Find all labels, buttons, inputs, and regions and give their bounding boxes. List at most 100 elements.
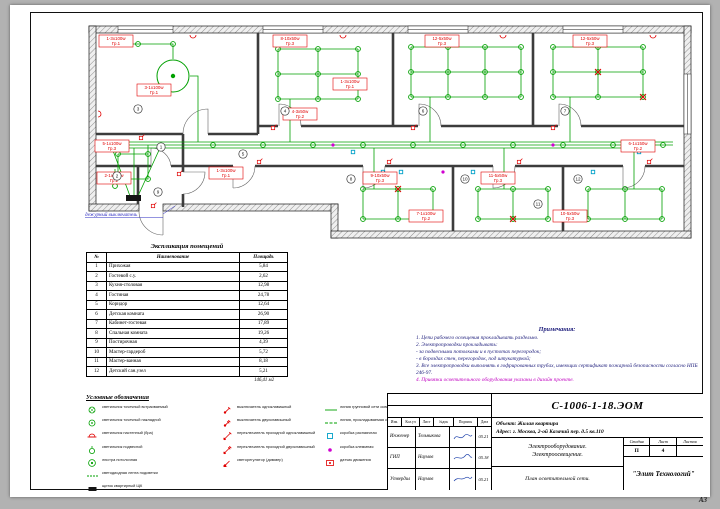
legend-item-label: светильник подвесной <box>102 443 143 449</box>
switch-1-icon <box>223 406 231 414</box>
legend-item: датчик движения <box>324 457 404 468</box>
legend-item: светорегулятор (диммер) <box>221 457 317 468</box>
revision-header-row: Изм. Кол.уч Лист №док Подпись Дата <box>388 417 491 427</box>
svg-text:Гр.3: Гр.3 <box>566 216 575 221</box>
legend-item: коробка распаячная <box>324 430 404 441</box>
switch-pass-2-icon <box>223 445 232 454</box>
chandelier-symbol <box>156 59 190 93</box>
legend-item-label: коробка распаячная <box>340 430 377 436</box>
room-number: 10 <box>460 174 470 184</box>
svg-text:8-10x50w: 8-10x50w <box>280 36 300 41</box>
col-header-number: № <box>86 252 107 263</box>
svg-text:7-1x100w: 7-1x100w <box>416 211 436 216</box>
svg-text:Гр.3: Гр.3 <box>438 41 447 46</box>
legend-item: щиток квартирный ЩК <box>86 483 214 494</box>
svg-text:5-1x100w: 5-1x100w <box>102 141 122 146</box>
signature-scribble <box>453 453 472 460</box>
col-ndoc: №док <box>434 417 454 426</box>
room-number: 3 <box>133 104 143 114</box>
signature-row: Инженер Тельникова 05.21 <box>388 426 491 448</box>
svg-text:6-1x150w: 6-1x150w <box>628 141 648 146</box>
room-number: 6 <box>418 106 428 116</box>
legend-item-label: люстра потолочная <box>102 456 138 462</box>
svg-text:Гр.3: Гр.3 <box>108 146 117 151</box>
role-label: Инженер <box>388 426 416 447</box>
title-block: Изм. Кол.уч Лист №док Подпись Дата Инжен… <box>387 393 703 491</box>
svg-text:Гр.1: Гр.1 <box>222 173 231 178</box>
notes-block: Примечания: 1. Цепи рабочего освещения п… <box>416 326 698 384</box>
doc-number: С-1006-1-18.ЭОМ <box>492 394 703 418</box>
switch-pass-1-icon <box>223 432 232 441</box>
junction-box-icon <box>327 433 333 440</box>
terminal-icon <box>328 447 332 452</box>
svg-text:2: 2 <box>116 174 119 179</box>
plan-outer-walls <box>88 25 692 239</box>
room-number: 8 <box>346 174 356 184</box>
legend-item-label: выключатель двухклавишный <box>237 417 291 423</box>
svg-text:6: 6 <box>422 109 425 114</box>
legend-item-label: светодиодная лента подсветки <box>102 469 158 475</box>
svg-text:5: 5 <box>242 152 245 157</box>
paper-format-label: А3 <box>698 496 707 504</box>
legend-item-label: светильник точечный накладной <box>102 417 161 423</box>
svg-text:Гр.1: Гр.1 <box>150 90 159 95</box>
note-line: 3. Все электропроводки выполнять в гофри… <box>416 362 698 376</box>
person-name: Наумов <box>416 468 450 491</box>
room-number: 1 <box>156 142 166 152</box>
motion-sensor-icon <box>326 459 334 466</box>
svg-text:3-1x100w: 3-1x100w <box>144 85 164 90</box>
stage-label: Стадия <box>624 438 651 446</box>
svg-text:Гр.2: Гр.2 <box>296 114 305 119</box>
room-number: 5 <box>238 149 248 159</box>
room-number: 12 <box>573 174 583 184</box>
col-data: Дата <box>480 419 489 424</box>
svg-text:Гр.3: Гр.3 <box>376 178 385 183</box>
room-number: 9 <box>153 187 163 197</box>
downlight-icon <box>88 406 96 414</box>
plan-interior-walls <box>96 33 684 231</box>
subject-block: Электрооборудование. Электроосвещение. П… <box>492 438 624 490</box>
legend-item-label: светильник настенный (бра) <box>102 430 154 436</box>
col-izm: Изм. <box>388 417 402 426</box>
col-header-name: Наименование <box>106 252 240 263</box>
note-line: - в бороздах стен, перегородок, под штук… <box>416 355 531 362</box>
subject-line2: Электроосвещение. <box>532 452 583 458</box>
surface-light-icon <box>88 419 96 427</box>
switch-2-icon <box>223 420 231 427</box>
svg-text:Гр.2: Гр.2 <box>634 146 643 151</box>
svg-text:12: 12 <box>575 177 581 182</box>
svg-text:10-5x50w: 10-5x50w <box>560 211 580 216</box>
legend-item-label: переключатель проходной двухклавишный <box>237 443 315 449</box>
legend-item-label: щиток квартирный ЩК <box>102 483 143 489</box>
col-podpis: Подпись <box>454 417 478 426</box>
chandelier-icon <box>88 458 96 467</box>
object-line: Объект: Жилая квартира <box>496 420 559 427</box>
plan-terminal-dots <box>331 143 555 174</box>
sheet-title: План осветительной сети. <box>525 475 590 482</box>
revision-rows <box>388 394 491 418</box>
svg-text:Гр.3: Гр.3 <box>586 41 595 46</box>
plan-switch-symbols <box>138 124 653 209</box>
svg-text:Гр.2: Гр.2 <box>110 178 119 183</box>
plan-light-group-labels: 1-3x100wГр.13-1x100wГр.15-1x100wГр.32-1x… <box>94 34 656 223</box>
legend-item: переключатель проходной двухклавишный <box>221 443 317 455</box>
legend-item: выключатель двухклавишный <box>221 417 317 428</box>
signature-scribble <box>453 477 472 482</box>
svg-text:1: 1 <box>160 145 163 150</box>
legend-item: переключатель проходной одноклавишный <box>221 430 317 441</box>
legend-item: светильник подвесной <box>86 443 214 455</box>
